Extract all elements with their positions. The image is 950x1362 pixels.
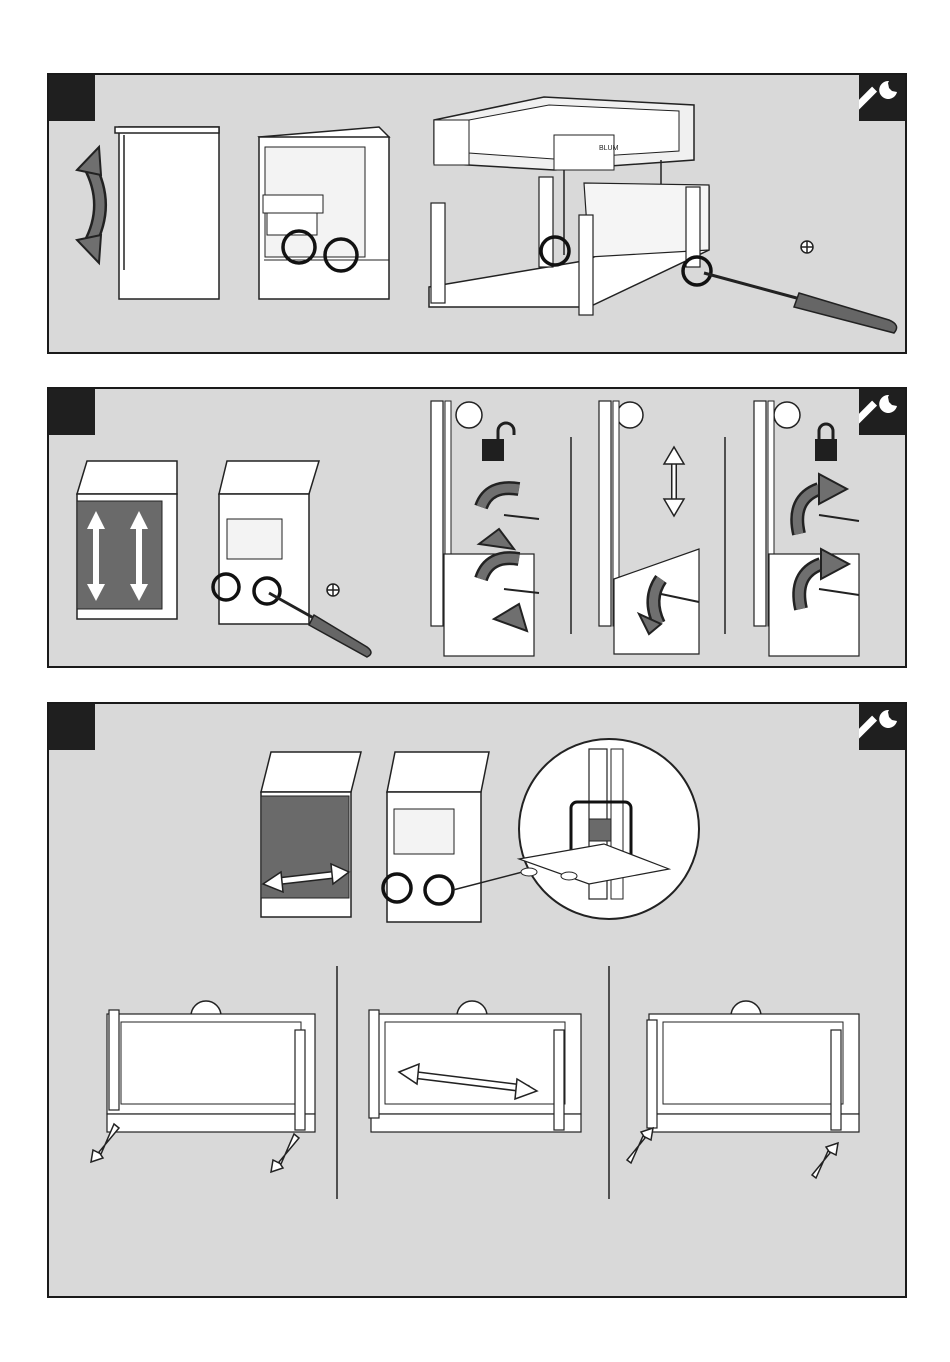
sub-step-2	[599, 401, 699, 654]
panel-2-illustration	[49, 389, 907, 668]
arrow-in-icon	[812, 1143, 838, 1178]
lock-icon	[815, 424, 837, 461]
arrow-out-icon	[271, 1134, 299, 1172]
unlock-icon	[482, 423, 514, 461]
sub-step-circle	[617, 402, 643, 428]
cabinet-open	[259, 127, 389, 299]
cabinet-front-side	[261, 752, 361, 917]
screwdriver-icon	[704, 273, 897, 333]
cabinet-open-2	[213, 461, 371, 657]
panel-3-illustration	[49, 704, 907, 1298]
vertical-arrow-icon	[664, 447, 684, 516]
cabinet-side	[115, 127, 219, 299]
panel-1-illustration: BLUM	[49, 75, 907, 354]
panel-step-3	[47, 702, 907, 1298]
cabinet-open-3	[383, 752, 534, 922]
arrow-out-icon	[91, 1124, 119, 1162]
screwdriver-icon	[309, 615, 371, 657]
cabinet-frame	[429, 177, 711, 315]
sub-step-1	[431, 401, 539, 656]
sub-step-3	[754, 401, 859, 656]
sub-step-circle	[456, 402, 482, 428]
runner-right	[579, 215, 593, 315]
tilt-arrow-icon	[77, 147, 101, 263]
cabinet-front-height	[77, 461, 177, 619]
runner-left	[431, 203, 445, 303]
panel-step-2	[47, 387, 907, 668]
arrow-in-icon	[627, 1128, 653, 1163]
rail-marker-label: BLUM	[599, 145, 619, 152]
detail-magnifier	[519, 739, 699, 919]
sub-step-a	[91, 1001, 315, 1172]
sub-step-c	[627, 1001, 859, 1178]
sub-step-circle	[774, 402, 800, 428]
panel-step-1: BLUM	[47, 73, 907, 354]
sub-step-b	[369, 1001, 581, 1132]
phillips-symbol-icon	[801, 241, 813, 253]
